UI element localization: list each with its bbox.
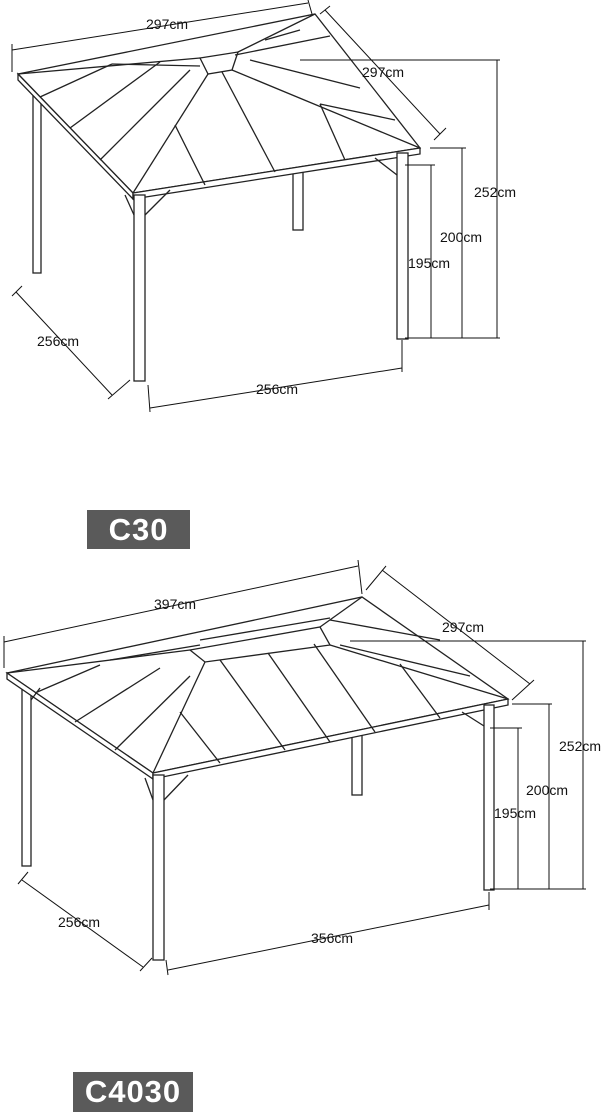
c30-dimension-lines bbox=[11, 0, 500, 413]
c4030-top-length-label: 397cm bbox=[154, 596, 196, 612]
c30-eave-height-label: 200cm bbox=[440, 229, 482, 245]
c30-top-width-label: 297cm bbox=[362, 64, 404, 80]
c30-model-code: C30 bbox=[108, 511, 169, 547]
c4030-base-length-label: 356cm bbox=[311, 930, 353, 946]
c4030-roof bbox=[5, 596, 510, 781]
c30-top-length-label: 297cm bbox=[146, 16, 188, 32]
c4030-base-depth-label: 256cm bbox=[58, 914, 100, 930]
c4030-top-width-label: 297cm bbox=[442, 619, 484, 635]
c4030-gazebo-illustration bbox=[5, 596, 510, 961]
c30-gazebo-illustration bbox=[16, 13, 422, 382]
c30-base-depth-label: 256cm bbox=[37, 333, 79, 349]
c30-dimension-labels: 297cm 297cm 252cm 200cm 195cm 256cm 256c… bbox=[37, 16, 516, 397]
c4030-model-code: C4030 bbox=[84, 1074, 182, 1109]
c4030-clear-height-label: 195cm bbox=[494, 805, 536, 821]
c30-clear-height-label: 195cm bbox=[408, 255, 450, 271]
c30-total-height-label: 252cm bbox=[474, 184, 516, 200]
c30-roof bbox=[16, 13, 422, 201]
c4030-eave-height-label: 200cm bbox=[526, 782, 568, 798]
c4030-dimension-lines bbox=[3, 559, 586, 976]
c4030-front-posts bbox=[30, 687, 495, 961]
c4030-dimension-labels: 397cm 297cm 252cm 200cm 195cm 256cm 356c… bbox=[58, 596, 601, 946]
c4030-model-badge: C4030 bbox=[73, 1072, 193, 1112]
c4030-total-height-label: 252cm bbox=[559, 738, 601, 754]
c30-front-posts bbox=[124, 152, 409, 382]
c30-model-badge: C30 bbox=[87, 510, 190, 549]
c30-base-length-label: 256cm bbox=[256, 381, 298, 397]
